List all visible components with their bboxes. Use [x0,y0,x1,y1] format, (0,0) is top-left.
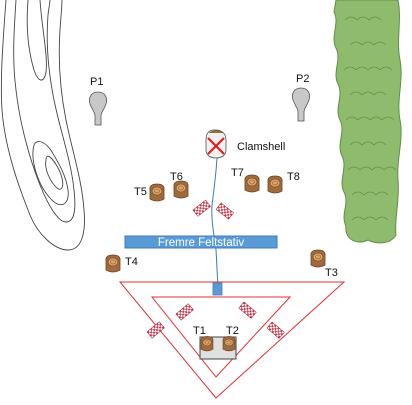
stump-t4: T4 [105,254,138,273]
stump-icon [200,336,214,352]
flag-icon [266,321,285,339]
crate: T1 T2 [193,325,239,360]
outer-triangle [118,281,346,399]
pole-icon [89,91,107,126]
t8-label: T8 [287,171,300,183]
t1-label: T1 [193,325,206,337]
stump-icon [267,175,283,194]
stump-icon [222,336,236,352]
flag-icon [146,321,165,339]
stump-icon [105,254,121,273]
stage-outline [118,281,346,399]
p1-label: P1 [90,76,103,88]
clamshell-icon [205,129,227,159]
pole-p1: P1 [89,76,107,126]
contour-outer [0,0,85,251]
t4-label: T4 [125,256,138,268]
stump-t5: T5 [134,183,165,202]
treeline [333,0,402,244]
clamshell-label: Clamshell [237,141,285,153]
stage-connector [212,282,223,296]
p2-label: P2 [296,73,309,85]
t6-label: T6 [170,171,183,183]
tree-icon [333,0,402,244]
cable [211,157,219,285]
inner-triangle [150,296,292,378]
stump-icon [244,174,260,193]
t3-label: T3 [325,267,338,279]
t5-label: T5 [134,186,147,198]
flag-icon [175,303,194,321]
truss-label: Fremre Feltstativ [158,237,245,249]
stump-icon [173,180,189,199]
pole-icon [292,87,310,122]
pole-p2: P2 [292,73,310,122]
contour-middle [13,0,76,223]
contour-inner-2 [45,155,64,190]
t2-label: T2 [226,325,239,337]
stage-flags [146,301,285,339]
stump-t7: T7 [231,167,260,193]
flag-icon [215,202,234,220]
contour-inner-1 [32,141,69,206]
clamshell: Clamshell [205,129,285,159]
stump-icon [149,183,165,202]
truss-bar [124,235,278,249]
upper-flags [192,199,234,220]
stump-t3: T3 [310,249,338,279]
contour-top-loop [26,0,47,81]
front-truss: Fremre Feltstativ [124,235,278,249]
flag-icon [192,199,211,217]
flag-icon [238,301,257,319]
t7-label: T7 [231,167,244,179]
stump-t8: T8 [267,171,300,194]
stump-t6: T6 [170,171,189,199]
terrain-contours [0,0,85,251]
stump-icon [310,249,326,268]
